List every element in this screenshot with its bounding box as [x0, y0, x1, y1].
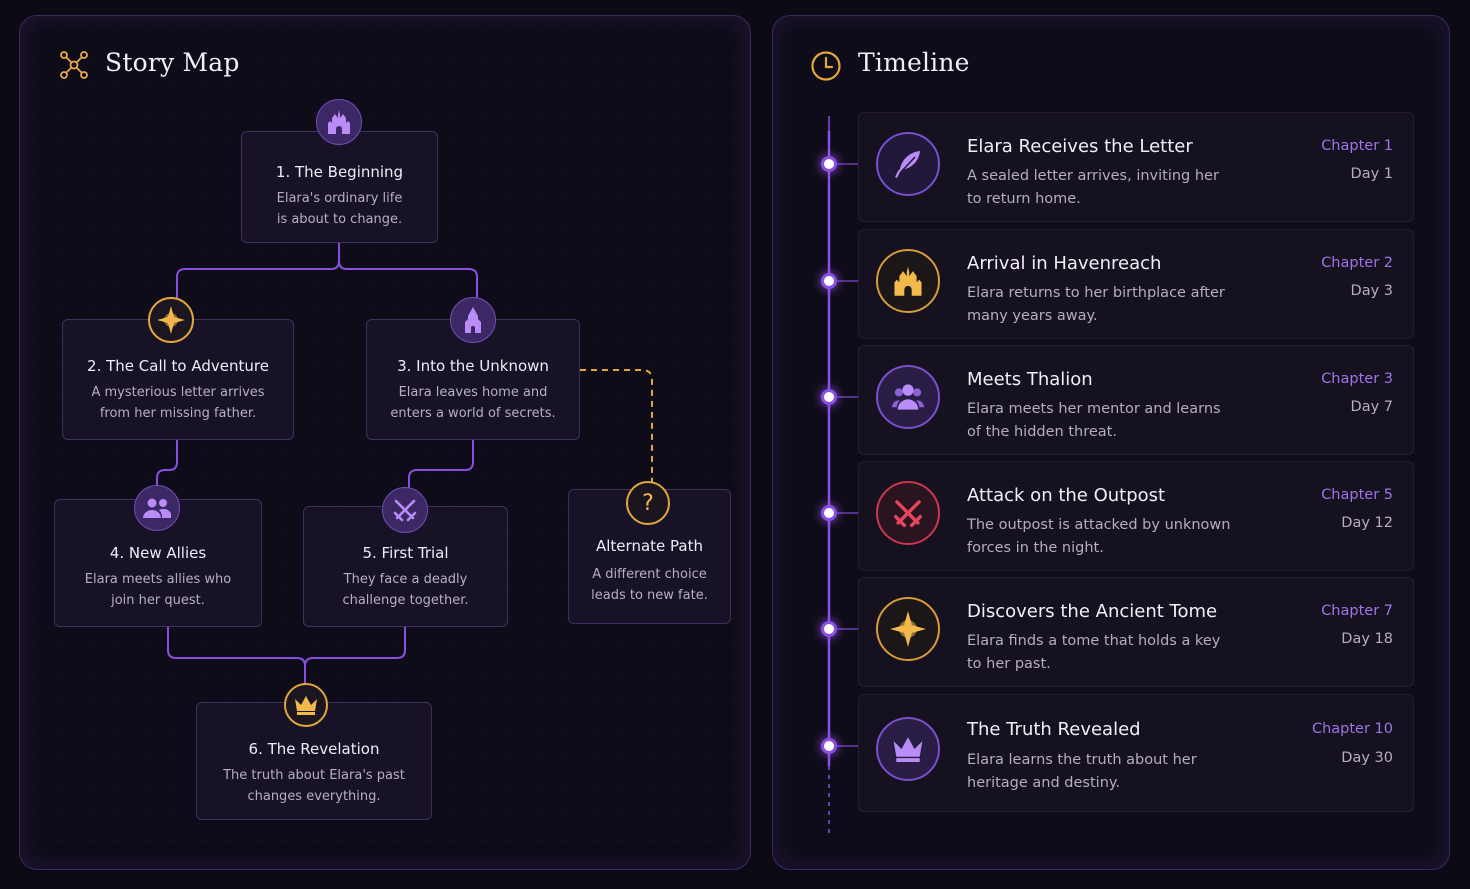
story-node-revelation[interactable]: 6. The Revelation The truth about Elara'… — [196, 702, 432, 820]
event-day: Day 7 — [1350, 399, 1393, 415]
people-icon — [876, 365, 940, 429]
event-day: Day 30 — [1341, 750, 1393, 766]
event-chapter: Chapter 10 — [1311, 721, 1393, 737]
node-title: 1. The Beginning — [275, 163, 404, 181]
event-title: Elara Receives the Letter — [967, 136, 1193, 157]
event-chapter: Chapter 2 — [1321, 255, 1393, 271]
story-connectors — [156, 242, 653, 687]
timeline-event[interactable]: Arrival in Havenreach Elara returns to h… — [858, 229, 1414, 339]
timeline-dot — [821, 738, 837, 754]
timeline-dot — [821, 621, 837, 637]
event-title: The Truth Revealed — [967, 719, 1141, 740]
story-node-call-to-adventure[interactable]: 2. The Call to Adventure A mysterious le… — [62, 319, 294, 440]
crown-icon — [284, 683, 328, 727]
node-title: 5. First Trial — [362, 544, 449, 562]
castle-icon — [876, 249, 940, 313]
tower-icon — [450, 297, 496, 343]
event-chapter: Chapter 3 — [1321, 371, 1393, 387]
node-title: 2. The Call to Adventure — [87, 357, 269, 375]
clock-icon — [811, 51, 841, 81]
node-title: 3. Into the Unknown — [397, 357, 549, 375]
timeline-title: Timeline — [858, 48, 970, 77]
story-map-panel: Story Map 1. The Beginning Elara's ordin… — [19, 15, 751, 870]
timeline-event[interactable]: Attack on the Outpost The outpost is att… — [858, 461, 1414, 571]
node-title: 6. The Revelation — [248, 740, 380, 758]
event-title: Arrival in Havenreach — [967, 253, 1162, 274]
crossed-swords-icon — [876, 481, 940, 545]
timeline-event[interactable]: Discovers the Ancient Tome Elara finds a… — [858, 577, 1414, 687]
timeline-event[interactable]: Meets Thalion Elara meets her mentor and… — [858, 345, 1414, 455]
people-icon — [134, 485, 180, 531]
event-title: Discovers the Ancient Tome — [967, 601, 1218, 622]
node-title: Alternate Path — [596, 537, 703, 555]
timeline-dot — [821, 505, 837, 521]
timeline-dot — [821, 273, 837, 289]
crown-icon — [876, 717, 940, 781]
castle-icon — [316, 99, 362, 145]
timeline-dot — [821, 156, 837, 172]
compass-star-icon — [148, 297, 194, 343]
timeline-panel: Timeline Elara Receives the Letter A sea… — [772, 15, 1450, 870]
node-title: 4. New Allies — [109, 544, 207, 562]
compass-star-icon — [876, 597, 940, 661]
story-map-title: Story Map — [105, 48, 240, 77]
event-chapter: Chapter 1 — [1321, 138, 1393, 154]
network-icon — [60, 51, 88, 79]
crossed-swords-icon — [382, 487, 428, 533]
event-day: Day 12 — [1341, 515, 1393, 531]
question-icon: ? — [626, 481, 670, 525]
timeline-event[interactable]: The Truth Revealed Elara learns the trut… — [858, 694, 1414, 812]
event-title: Meets Thalion — [967, 369, 1093, 390]
event-day: Day 18 — [1341, 631, 1393, 647]
event-day: Day 3 — [1350, 283, 1393, 299]
event-chapter: Chapter 5 — [1321, 487, 1393, 503]
event-day: Day 1 — [1350, 166, 1393, 182]
feather-icon — [876, 132, 940, 196]
timeline-dot — [821, 389, 837, 405]
timeline-event[interactable]: Elara Receives the Letter A sealed lette… — [858, 112, 1414, 222]
event-chapter: Chapter 7 — [1321, 603, 1393, 619]
event-title: Attack on the Outpost — [967, 485, 1166, 506]
